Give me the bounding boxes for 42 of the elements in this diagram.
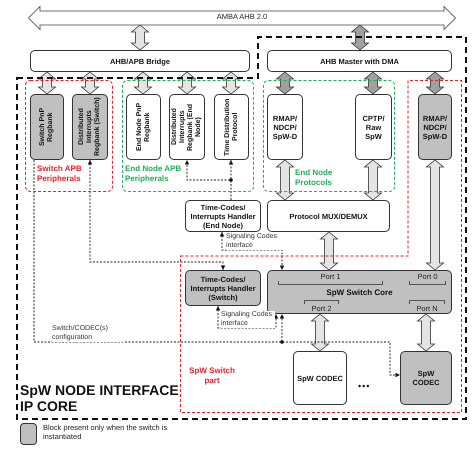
block-box xyxy=(169,94,205,160)
block-label: SpW Switch Core xyxy=(325,288,394,298)
double-arrow xyxy=(37,71,57,95)
double-arrow xyxy=(350,24,370,51)
block-box xyxy=(72,94,108,160)
block-box xyxy=(267,94,303,160)
double-arrow xyxy=(416,313,436,352)
block-box xyxy=(30,94,64,160)
block-box xyxy=(126,94,161,160)
region-label: End Node Protocols xyxy=(295,168,334,188)
region-label: SpW Switch part xyxy=(188,366,236,386)
double-arrow xyxy=(221,71,241,95)
double-arrow xyxy=(425,71,445,95)
dotted-connector xyxy=(228,160,234,200)
double-arrow xyxy=(363,71,383,95)
block-box xyxy=(267,50,452,72)
double-arrow xyxy=(130,24,150,51)
block-box xyxy=(267,200,390,232)
region-label: Switch APB Peripherals xyxy=(37,164,83,184)
double-arrow xyxy=(80,71,100,95)
double-arrow xyxy=(177,71,197,95)
block-box xyxy=(185,200,261,232)
region-title: SpW NODE INTERFACE IP CORE xyxy=(20,382,180,414)
dotted-connector xyxy=(220,232,284,270)
double-arrow xyxy=(275,71,295,95)
block-box xyxy=(400,351,452,405)
double-arrow xyxy=(319,231,339,271)
block-box xyxy=(418,94,452,160)
dotted-connector xyxy=(216,306,278,328)
block-box xyxy=(214,94,249,160)
ellipsis-label: ••• xyxy=(358,381,370,391)
double-arrow xyxy=(310,313,330,352)
double-arrow xyxy=(363,159,383,201)
region-label: End Node APB Peripherals xyxy=(125,164,182,184)
dotted-connector xyxy=(88,160,226,270)
block-box xyxy=(355,94,392,160)
block-box xyxy=(293,351,347,405)
block-box xyxy=(30,50,250,72)
double-arrow xyxy=(425,159,445,271)
double-arrow xyxy=(275,159,295,201)
dotted-connector xyxy=(34,160,400,378)
double-arrow xyxy=(133,71,153,95)
